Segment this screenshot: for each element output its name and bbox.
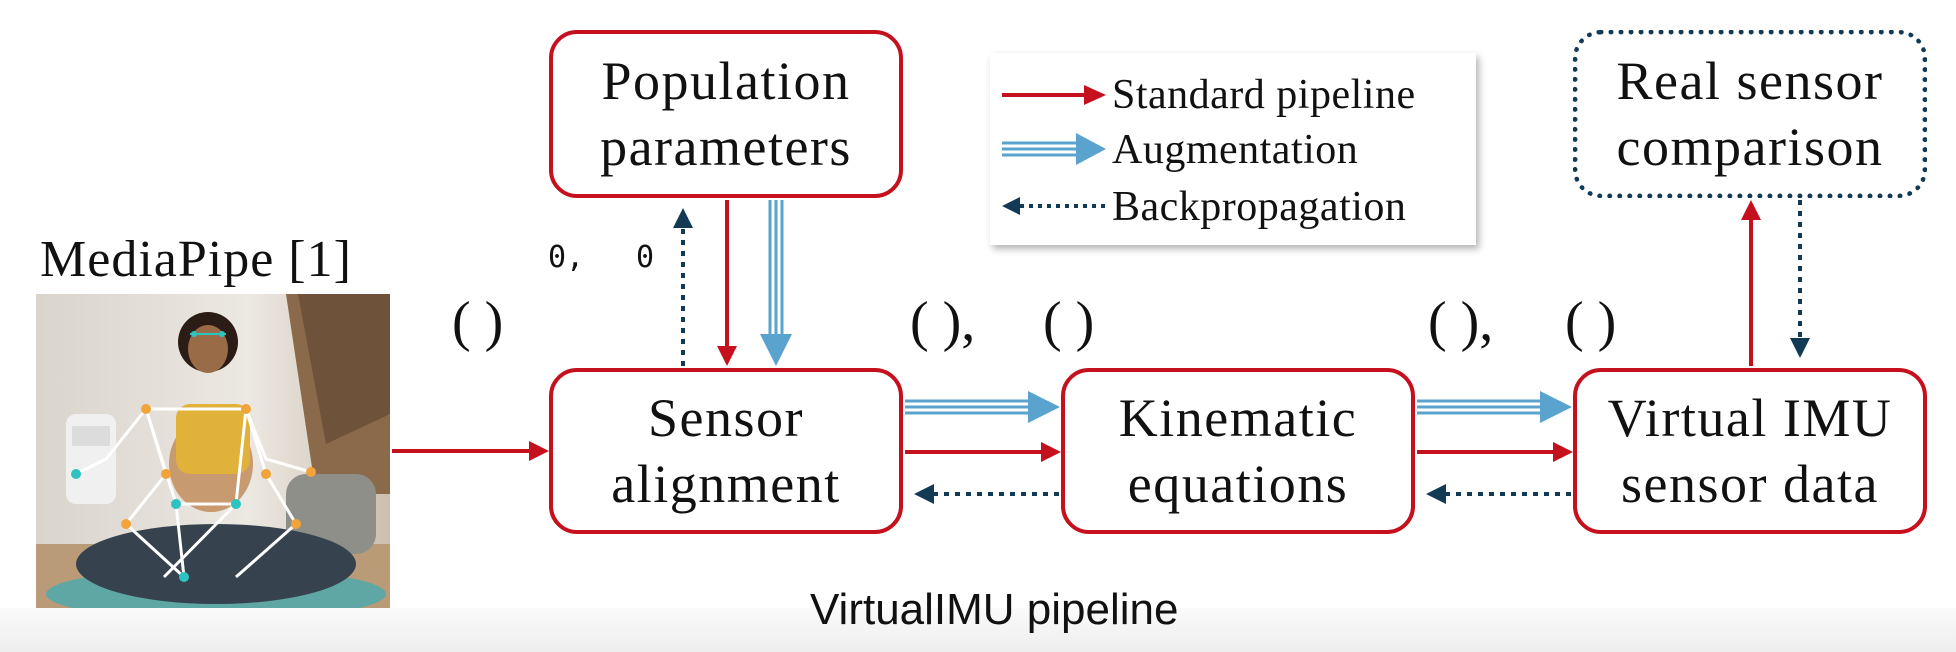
bottom-band (0, 608, 1956, 652)
population-line1: Population (601, 51, 851, 111)
legend-standard-arrow-icon (1002, 85, 1106, 105)
aug-arrow-kinematic-to-imu (1417, 391, 1572, 423)
symbol-paren-c1: ( ), (1428, 291, 1494, 353)
legend-standard-label: Standard pipeline (1112, 72, 1416, 118)
virtual-imu-line1: Virtual IMU (1607, 388, 1893, 448)
aug-arrow-population-to-alignment (760, 200, 792, 366)
symbol-theta0: 0 (548, 240, 567, 275)
kinematic-line2: equations (1127, 454, 1349, 514)
virtual-imu-box: Virtual IMU sensor data (1573, 368, 1927, 534)
symbol-phi0: 0 (636, 240, 655, 275)
legend-augmentation-arrow-icon (1002, 133, 1106, 165)
sensor-alignment-line1: Sensor (648, 388, 804, 448)
symbol-paren-c2: ( ) (1565, 291, 1617, 353)
real-sensor-line2: comparison (1616, 117, 1884, 177)
population-line2: parameters (600, 117, 852, 177)
kinematic-line1: Kinematic (1118, 388, 1358, 448)
pose-photo (36, 294, 390, 608)
aug-arrow-alignment-to-kinematic (905, 391, 1060, 423)
kinematic-equations-box: Kinematic equations (1061, 368, 1415, 534)
legend: Standard pipeline Augmentation Backpropa… (990, 53, 1476, 245)
symbol-paren-b1: ( ), (910, 291, 976, 353)
image-source-label: MediaPipe [1] (40, 231, 352, 288)
real-sensor-comparison-box: Real sensor comparison (1573, 30, 1927, 198)
legend-backprop-arrow-icon (1002, 197, 1106, 215)
sensor-alignment-box: Sensor alignment (549, 368, 903, 534)
virtual-imu-line2: sensor data (1621, 454, 1879, 514)
population-parameters-box: Population parameters (549, 30, 903, 198)
symbol-paren-a: ( ) (452, 291, 504, 353)
real-sensor-line1: Real sensor (1616, 51, 1884, 111)
legend-augmentation-label: Augmentation (1112, 127, 1359, 173)
legend-backprop-label: Backpropagation (1112, 184, 1407, 230)
pose-photo-illustration (36, 294, 390, 608)
symbol-paren-b2: ( ) (1043, 291, 1095, 353)
symbol-comma: , (566, 240, 585, 275)
sensor-alignment-line2: alignment (611, 454, 841, 514)
pipeline-title: VirtualIMU pipeline (810, 585, 1179, 634)
